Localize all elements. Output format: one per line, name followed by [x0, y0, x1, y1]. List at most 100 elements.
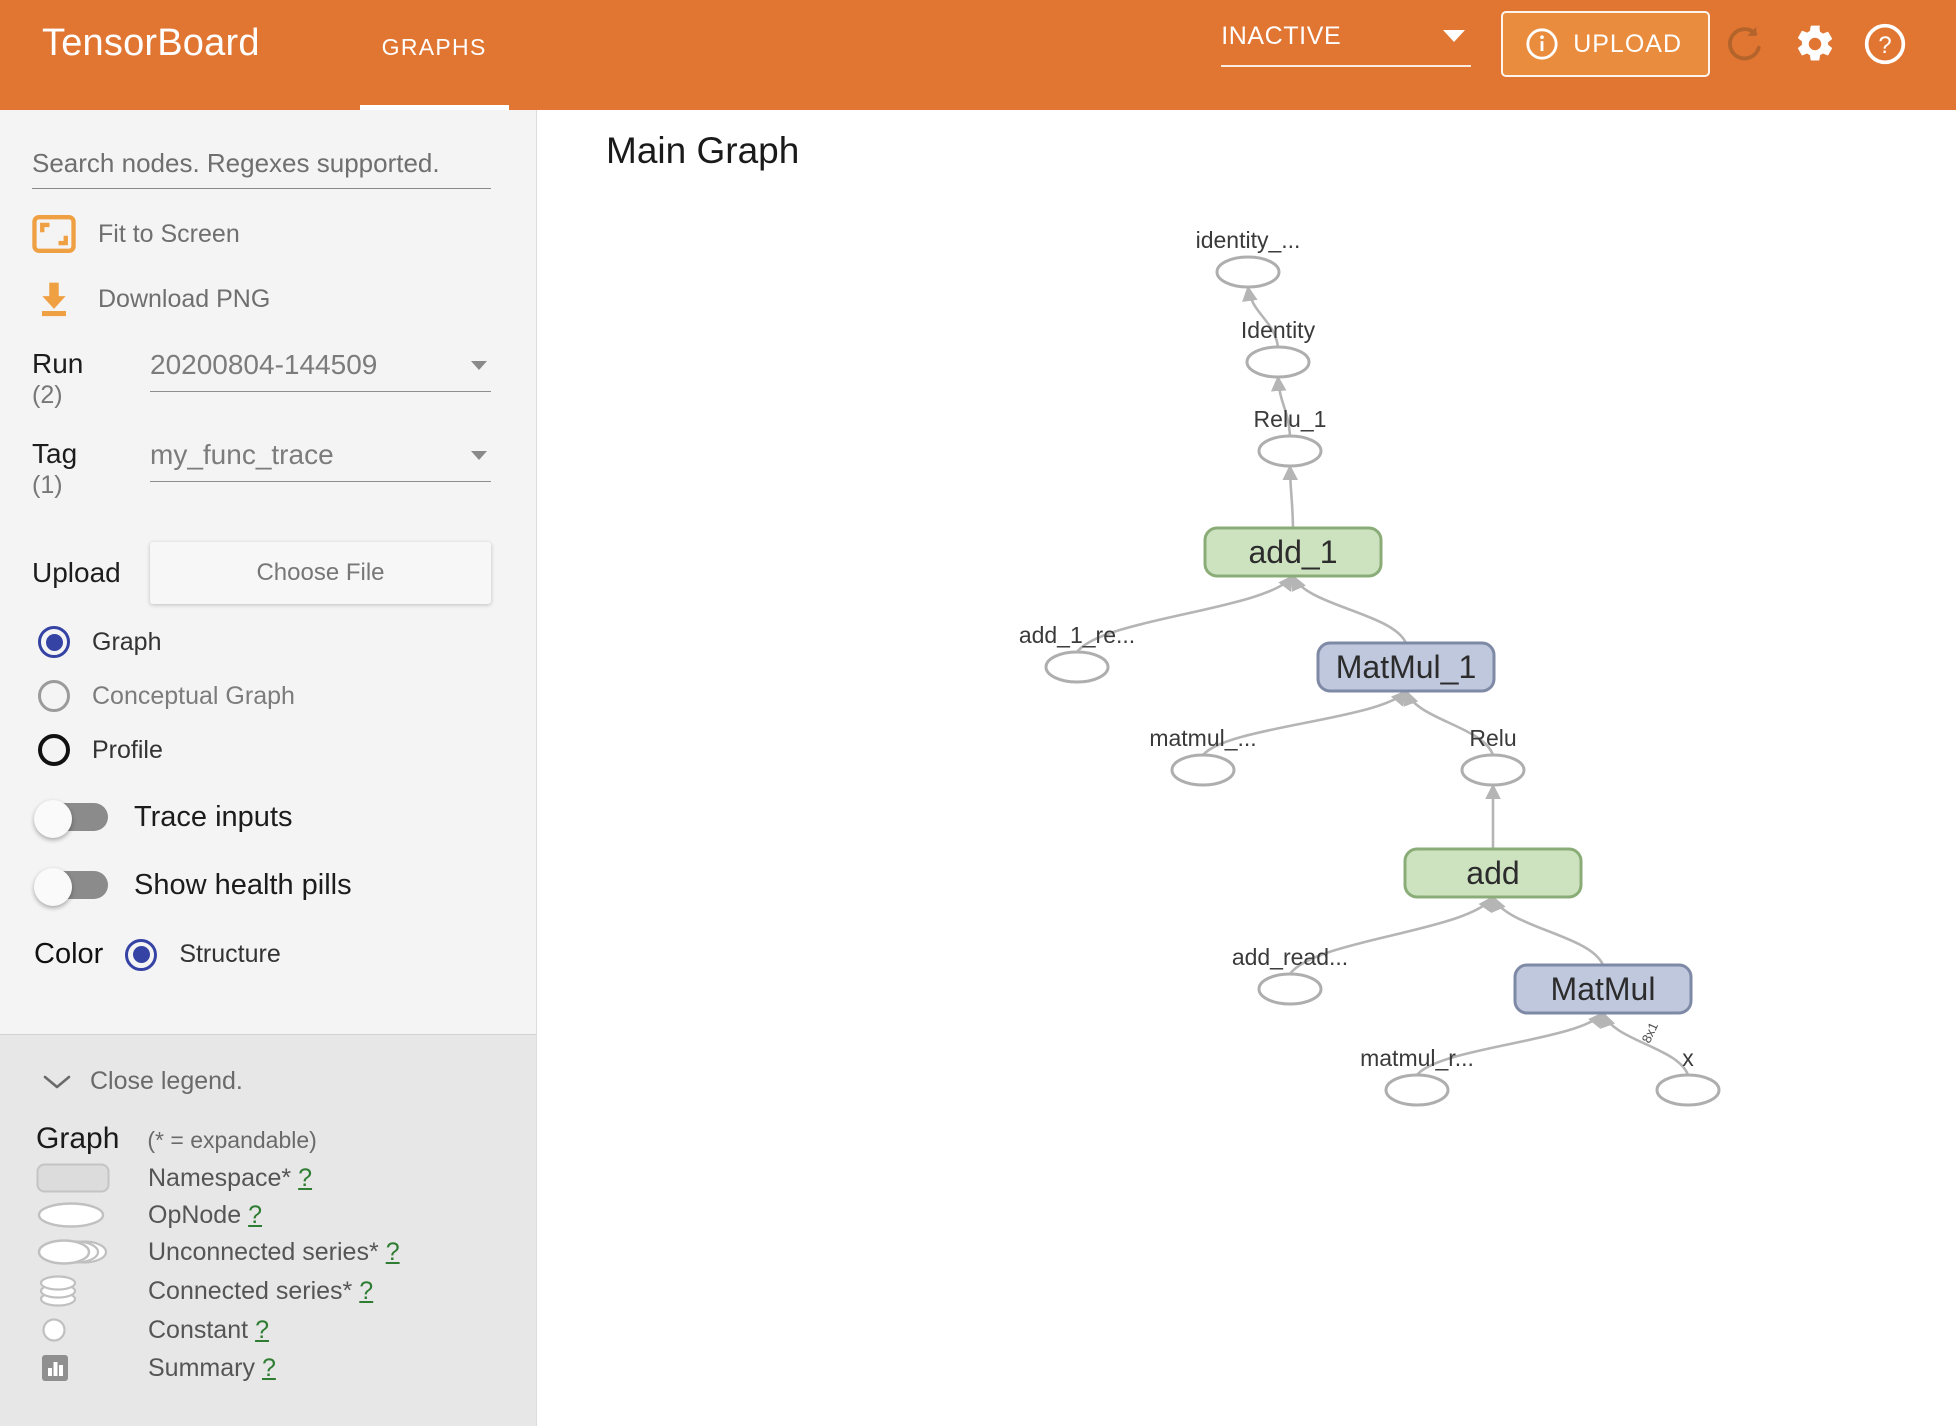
- radio-conceptual-graph-indicator: [38, 680, 70, 713]
- help-link[interactable]: ?: [385, 1237, 400, 1266]
- sidebar: Fit to Screen Download PNG Run (2) 20200…: [0, 110, 537, 1426]
- app-brand: TensorBoard: [42, 22, 260, 64]
- node-label: add_1_re...: [1019, 622, 1135, 648]
- help-icon[interactable]: ?: [1850, 9, 1920, 79]
- help-link[interactable]: ?: [248, 1200, 263, 1229]
- opnode-shape[interactable]: [1460, 753, 1526, 787]
- legend-title: Graph: [36, 1122, 120, 1155]
- page-title: Main Graph: [606, 130, 800, 171]
- tag-count: (1): [32, 471, 63, 500]
- graph-edge: [1288, 895, 1495, 975]
- opnode-shape[interactable]: [1655, 1073, 1721, 1107]
- svg-text:?: ?: [1878, 32, 1891, 59]
- upload-row: Upload Choose File: [32, 542, 491, 605]
- legend-item-label: OpNode: [148, 1200, 242, 1229]
- close-legend-button[interactable]: Close legend.: [42, 1067, 536, 1096]
- opnode-shape[interactable]: [1384, 1073, 1450, 1107]
- radio-structure-indicator[interactable]: [125, 938, 158, 971]
- run-label: Run (2): [32, 349, 150, 409]
- graph-edge: [1075, 574, 1295, 653]
- radio-graph[interactable]: Graph: [38, 626, 536, 659]
- help-link[interactable]: ?: [298, 1163, 313, 1192]
- summary-swatch-icon: [36, 1352, 148, 1384]
- tab-graphs[interactable]: GRAPHS: [352, 0, 517, 110]
- download-png-button[interactable]: Download PNG: [32, 279, 536, 319]
- graph-node-identity_out[interactable]: identity_...: [1196, 227, 1301, 289]
- namespace-shape[interactable]: [1403, 847, 1583, 899]
- help-link[interactable]: ?: [359, 1276, 374, 1305]
- opnode-shape[interactable]: [1170, 753, 1236, 787]
- legend-note: (* = expandable): [147, 1127, 317, 1153]
- refresh-icon[interactable]: [1710, 9, 1780, 79]
- namespace-shape[interactable]: [1316, 641, 1496, 693]
- graph-node-Relu[interactable]: Relu: [1460, 725, 1526, 787]
- graph-node-add_1_read[interactable]: add_1_re...: [1019, 622, 1135, 684]
- chevron-down-icon: [42, 1073, 72, 1091]
- gear-icon[interactable]: [1780, 9, 1850, 79]
- namespace-shape[interactable]: [1203, 526, 1383, 578]
- radio-conceptual-graph[interactable]: Conceptual Graph: [38, 680, 536, 713]
- toggle-show-health-pills[interactable]: Show health pills: [34, 868, 536, 907]
- graph-edge: [1242, 285, 1280, 348]
- fit-to-screen-icon: [32, 215, 98, 253]
- help-link[interactable]: ?: [255, 1315, 269, 1344]
- graph-node-Relu_1[interactable]: Relu_1: [1254, 406, 1327, 468]
- node-label: Relu_1: [1254, 406, 1327, 432]
- graph-node-x[interactable]: x: [1655, 1045, 1721, 1107]
- legend-item-label: Constant: [148, 1315, 249, 1344]
- fit-to-screen-label: Fit to Screen: [98, 219, 240, 248]
- legend-item-label: Summary: [148, 1353, 255, 1382]
- graph-node-Identity[interactable]: Identity: [1241, 317, 1316, 379]
- graph-node-add_1[interactable]: add_1: [1203, 526, 1383, 578]
- constant-swatch-icon: [36, 1315, 148, 1345]
- graph-node-add_read[interactable]: add_read...: [1232, 944, 1348, 1006]
- tag-dropdown[interactable]: my_func_trace: [150, 439, 491, 482]
- run-dropdown[interactable]: 20200804-144509: [150, 349, 491, 392]
- inactive-dropdown[interactable]: INACTIVE: [1221, 22, 1472, 67]
- graph-node-matmul_1_r[interactable]: matmul_...: [1149, 725, 1257, 787]
- switch-knob: [34, 800, 72, 839]
- legend-item-namespace: Namespace* ?: [36, 1163, 536, 1193]
- opnode-shape[interactable]: [1215, 255, 1281, 289]
- show-health-pills-label: Show health pills: [134, 868, 352, 901]
- graph-node-MatMul_1[interactable]: MatMul_1: [1316, 641, 1496, 693]
- graph-edge: [1202, 689, 1408, 756]
- node-label: add_read...: [1232, 944, 1348, 970]
- node-label: x: [1682, 1045, 1694, 1071]
- upload-button[interactable]: UPLOAD: [1501, 11, 1710, 77]
- opnode-shape[interactable]: [1044, 650, 1110, 684]
- health-pills-switch[interactable]: [34, 868, 108, 907]
- choose-file-button[interactable]: Choose File: [150, 542, 491, 605]
- toggle-trace-inputs[interactable]: Trace inputs: [34, 800, 536, 839]
- graph-edge: [1491, 895, 1605, 966]
- header-actions: INACTIVE UPLOAD: [1221, 0, 1956, 88]
- run-count: (2): [32, 381, 63, 410]
- fit-to-screen-button[interactable]: Fit to Screen: [32, 215, 536, 253]
- opnode-swatch-icon: [36, 1200, 148, 1230]
- legend-item-label: Unconnected series*: [148, 1237, 379, 1266]
- namespace-swatch-icon: [36, 1163, 148, 1193]
- trace-inputs-switch[interactable]: [34, 800, 108, 839]
- help-link[interactable]: ?: [261, 1353, 276, 1382]
- graph-node-add[interactable]: add: [1403, 847, 1583, 899]
- edge-label: 8x1: [1639, 1020, 1661, 1045]
- legend-item-opnode: OpNode ?: [36, 1200, 536, 1230]
- run-value: 20200804-144509: [150, 349, 378, 380]
- node-label: matmul_r...: [1360, 1045, 1474, 1071]
- radio-profile-indicator: [38, 734, 70, 767]
- opnode-shape[interactable]: [1257, 434, 1323, 468]
- search-input[interactable]: [32, 148, 491, 189]
- legend-item-label: Connected series*: [148, 1276, 353, 1305]
- graph-edge: [1415, 1011, 1605, 1076]
- graph-node-MatMul[interactable]: MatMul: [1513, 963, 1693, 1015]
- radio-profile[interactable]: Profile: [38, 734, 536, 767]
- opnode-shape[interactable]: [1257, 972, 1323, 1006]
- namespace-shape[interactable]: [1513, 963, 1693, 1015]
- graph-node-matmul_r[interactable]: matmul_r...: [1360, 1045, 1474, 1107]
- upload-button-label: UPLOAD: [1573, 29, 1682, 58]
- opnode-shape[interactable]: [1245, 345, 1311, 379]
- upload-label: Upload: [32, 557, 121, 589]
- legend-item-summary: Summary ?: [36, 1352, 536, 1384]
